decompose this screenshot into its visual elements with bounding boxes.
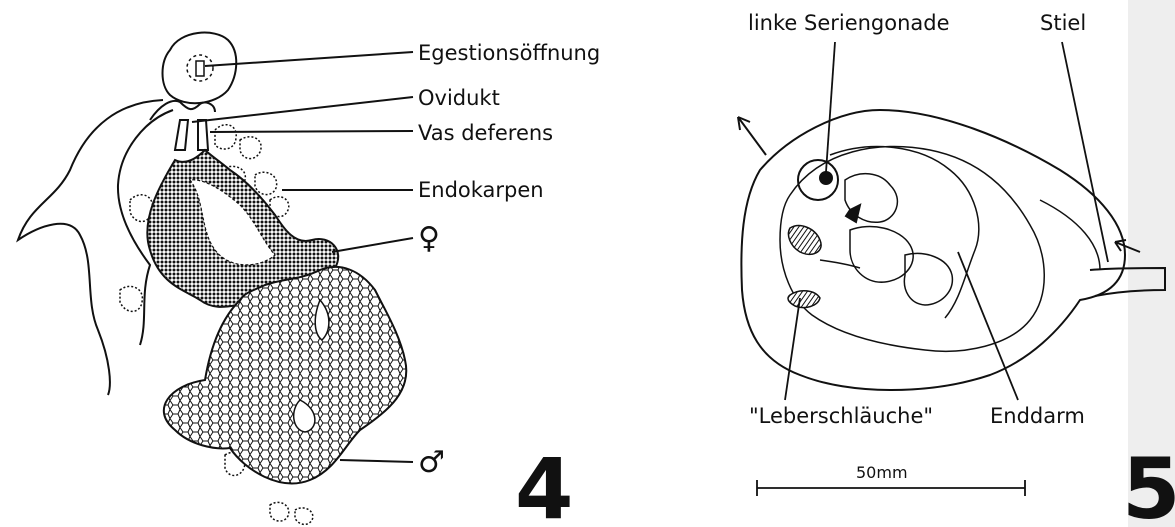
leader-liver-tubes [785, 298, 800, 400]
oviduct-line [175, 120, 188, 150]
label-rectum: Enddarm [990, 404, 1085, 428]
label-left-gonad: linke Seriengonade [748, 11, 950, 35]
opening-pore [187, 55, 213, 81]
current-arrow-left [738, 117, 766, 155]
scale-bar [757, 480, 1025, 496]
scale-bar-label: 50mm [856, 463, 908, 482]
label-endocarp: Endokarpen [418, 178, 544, 202]
leader-stalk [1062, 42, 1108, 262]
figure-5-drawing [738, 110, 1165, 390]
label-stalk: Stiel [1040, 11, 1086, 35]
mantle-outline [18, 100, 163, 395]
leader-male [340, 460, 413, 462]
intestine-loop [830, 147, 979, 318]
liver-tubes-upper [788, 226, 821, 255]
label-egestion: Egestionsöffnung [418, 41, 600, 65]
egestion-opening [163, 33, 237, 104]
figure-number-4: 4 [515, 440, 573, 527]
leader-oviduct [192, 97, 413, 122]
label-male-symbol: ♂ [418, 445, 445, 480]
leader-vas-deferens [210, 131, 413, 132]
liver-tubes-lower [788, 291, 820, 308]
figure-5-leaders [785, 42, 1108, 400]
leader-rectum [958, 252, 1018, 400]
label-liver-tubes: "Leberschläuche" [749, 404, 933, 428]
vas-deferens-line [198, 120, 208, 150]
stalk-ridge [1040, 200, 1100, 270]
leader-female [332, 238, 413, 252]
figure-4-drawing [18, 33, 406, 525]
label-vas-deferens: Vas deferens [418, 121, 553, 145]
label-oviduct: Ovidukt [418, 86, 500, 110]
label-female-symbol: ♀ [418, 221, 440, 256]
leader-left-gonad [826, 42, 835, 172]
figure-number-5: 5 [1122, 440, 1175, 527]
